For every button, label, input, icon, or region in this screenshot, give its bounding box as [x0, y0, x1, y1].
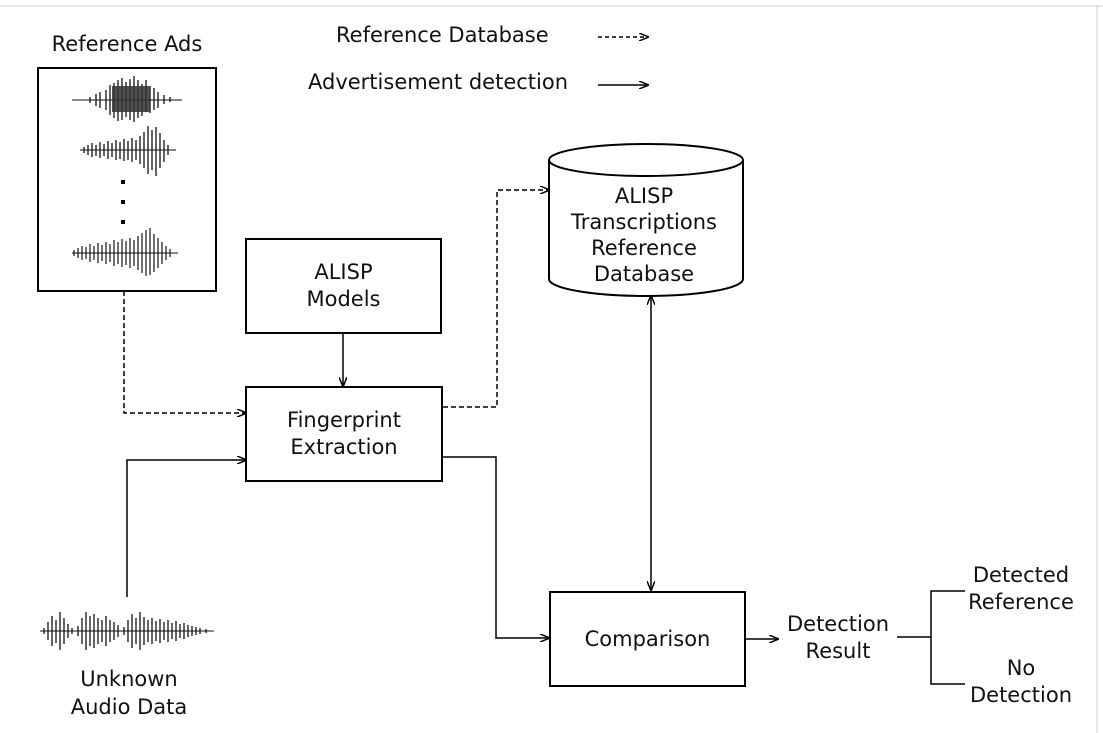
no-detection-line1: No — [1006, 656, 1036, 680]
unknown-audio-line2: Audio Data — [70, 695, 188, 719]
result-branch-bracket — [930, 590, 965, 685]
fingerprint-line2: Extraction — [290, 435, 398, 459]
audio-to-fingerprint-arrow — [126, 460, 246, 597]
detection-result-line1: Detection — [786, 612, 890, 636]
database-cylinder — [548, 143, 744, 297]
detected-line1: Detected — [972, 563, 1070, 587]
audio-waveform-icon — [40, 612, 214, 650]
database-label: ALISP Transcriptions Reference Database — [550, 183, 738, 287]
database-line3: Reference — [591, 236, 697, 260]
fingerprint-extraction-box: Fingerprint Extraction — [245, 386, 443, 482]
unknown-audio-label: Unknown Audio Data — [44, 665, 214, 721]
waveform-icon — [72, 228, 178, 276]
waveform-icon — [72, 76, 182, 122]
reference-ads-title: Reference Ads — [51, 32, 203, 56]
detection-result-label: Detection Result — [778, 611, 898, 665]
ads-to-fingerprint-arrow — [123, 291, 246, 413]
detected-line2: Reference — [968, 590, 1074, 614]
alisp-models-line2: Models — [306, 287, 381, 311]
detected-reference-label: Detected Reference — [965, 562, 1077, 616]
alisp-models-box: ALISP Models — [245, 238, 442, 334]
alisp-models-line1: ALISP — [314, 260, 373, 284]
legend-advertisement-detection-label: Advertisement detection — [308, 70, 569, 94]
no-detection-label: No Detection — [965, 655, 1077, 709]
no-detection-line2: Detection — [969, 683, 1073, 707]
comparison-label: Comparison — [584, 626, 711, 651]
comparison-box: Comparison — [549, 591, 746, 687]
database-line2: Transcriptions — [570, 210, 717, 234]
ellipsis-dots — [121, 180, 125, 224]
database-line1: ALISP — [614, 184, 674, 208]
detection-result-line2: Result — [805, 639, 871, 663]
waveform-icon — [80, 126, 176, 176]
fingerprint-to-comparison-arrow — [443, 456, 549, 638]
legend-reference-database-label: Reference Database — [336, 23, 549, 47]
unknown-audio-line1: Unknown — [80, 667, 178, 691]
database-line4: Database — [593, 262, 695, 286]
fingerprint-to-database-arrow — [443, 190, 549, 408]
fingerprint-line1: Fingerprint — [287, 408, 401, 432]
